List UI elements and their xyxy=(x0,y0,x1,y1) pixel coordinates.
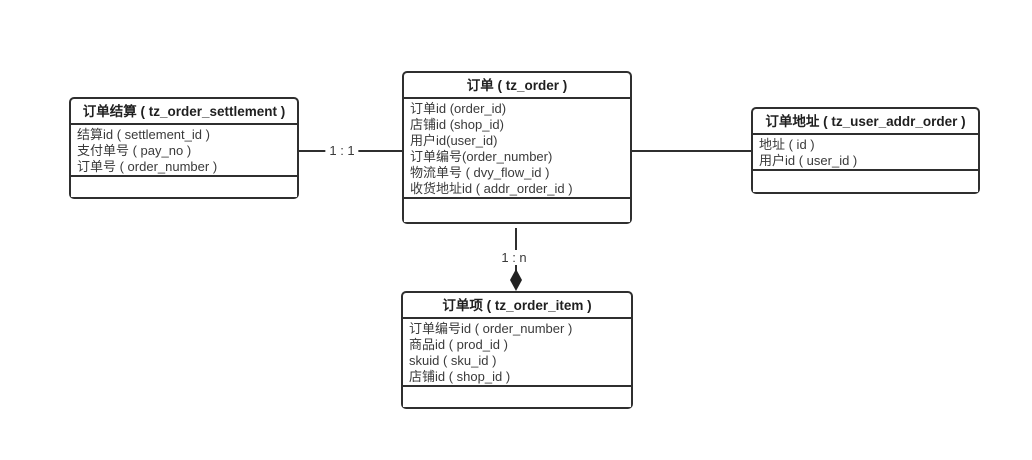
entity-order-settlement-title: 订单结算 ( tz_order_settlement ) xyxy=(71,99,297,125)
composition-diamond-icon xyxy=(510,269,522,291)
field-prod-id: 商品id ( prod_id ) xyxy=(409,337,508,352)
field-order-number: 订单编号(order_number) xyxy=(410,149,553,164)
entity-order-item-title: 订单项 ( tz_order_item ) xyxy=(403,293,631,319)
entity-order-fields: 订单id (order_id) 店铺id (shop_id) 用户id(user… xyxy=(404,99,630,199)
field-shop-id: 店铺id (shop_id) xyxy=(410,117,504,132)
entity-order-title: 订单 ( tz_order ) xyxy=(404,73,630,99)
field-dvy-flow-id: 物流单号 ( dvy_flow_id ) xyxy=(410,165,550,180)
entity-user-addr-order-footer xyxy=(753,171,978,192)
field-addr-order-id: 收货地址id ( addr_order_id ) xyxy=(410,181,573,196)
relationship-label-1-1: 1 : 1 xyxy=(325,143,359,158)
field-user-id: 用户id(user_id) xyxy=(410,133,498,148)
field-order-id: 订单id (order_id) xyxy=(410,101,507,116)
entity-order-footer xyxy=(404,199,630,222)
field-sku-id: skuid ( sku_id ) xyxy=(409,353,497,368)
relationship-label-1-n: 1 : n xyxy=(497,250,531,265)
field-settlement-id: 结算id ( settlement_id ) xyxy=(77,127,210,142)
entity-user-addr-order-title: 订单地址 ( tz_user_addr_order ) xyxy=(753,109,978,135)
field-addr-id: 地址 ( id ) xyxy=(759,137,815,152)
field-item-shop-id: 店铺id ( shop_id ) xyxy=(409,369,511,384)
entity-user-addr-order-fields: 地址 ( id ) 用户id ( user_id ) xyxy=(753,135,978,171)
entity-user-addr-order[interactable]: 订单地址 ( tz_user_addr_order ) 地址 ( id ) 用户… xyxy=(751,107,980,194)
field-pay-no: 支付单号 ( pay_no ) xyxy=(77,143,192,158)
connector-order-addr xyxy=(632,150,751,152)
entity-order-settlement-fields: 结算id ( settlement_id ) 支付单号 ( pay_no ) 订… xyxy=(71,125,297,177)
field-addr-user-id: 用户id ( user_id ) xyxy=(759,153,858,168)
entity-order-settlement-footer xyxy=(71,177,297,197)
field-order-number: 订单号 ( order_number ) xyxy=(77,159,218,174)
field-item-order-number: 订单编号id ( order_number ) xyxy=(409,321,573,336)
entity-order-item-footer xyxy=(403,387,631,407)
entity-order[interactable]: 订单 ( tz_order ) 订单id (order_id) 店铺id (sh… xyxy=(402,71,632,224)
entity-order-item[interactable]: 订单项 ( tz_order_item ) 订单编号id ( order_num… xyxy=(401,291,633,409)
entity-order-settlement[interactable]: 订单结算 ( tz_order_settlement ) 结算id ( sett… xyxy=(69,97,299,199)
entity-order-item-fields: 订单编号id ( order_number ) 商品id ( prod_id )… xyxy=(403,319,631,387)
